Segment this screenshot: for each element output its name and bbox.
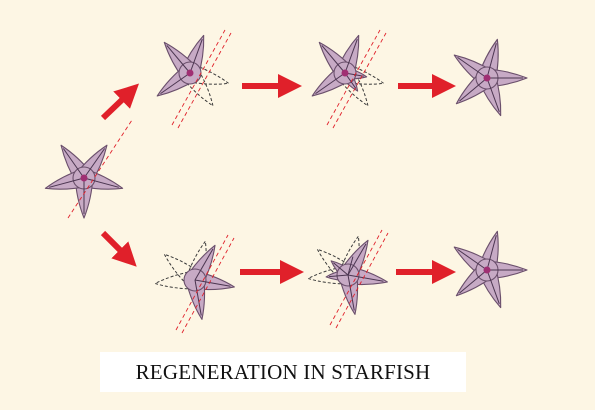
top-stage1-starfish xyxy=(151,31,232,112)
bottom-stage3-starfish xyxy=(448,228,528,312)
bottom-stage1-starfish xyxy=(153,238,237,322)
caption-text: REGENERATION IN STARFISH xyxy=(135,359,431,384)
parent-starfish xyxy=(42,139,126,219)
cut-line-parent xyxy=(67,119,133,219)
top-stage3-starfish xyxy=(448,36,528,120)
central-disc xyxy=(80,174,88,182)
arrow-to-top-branch xyxy=(100,83,140,121)
bottom-stage2-starfish xyxy=(306,233,390,317)
arrow-to-bottom-branch xyxy=(100,230,137,267)
top-stage2-starfish xyxy=(306,31,387,112)
caption-box: REGENERATION IN STARFISH xyxy=(100,352,466,392)
